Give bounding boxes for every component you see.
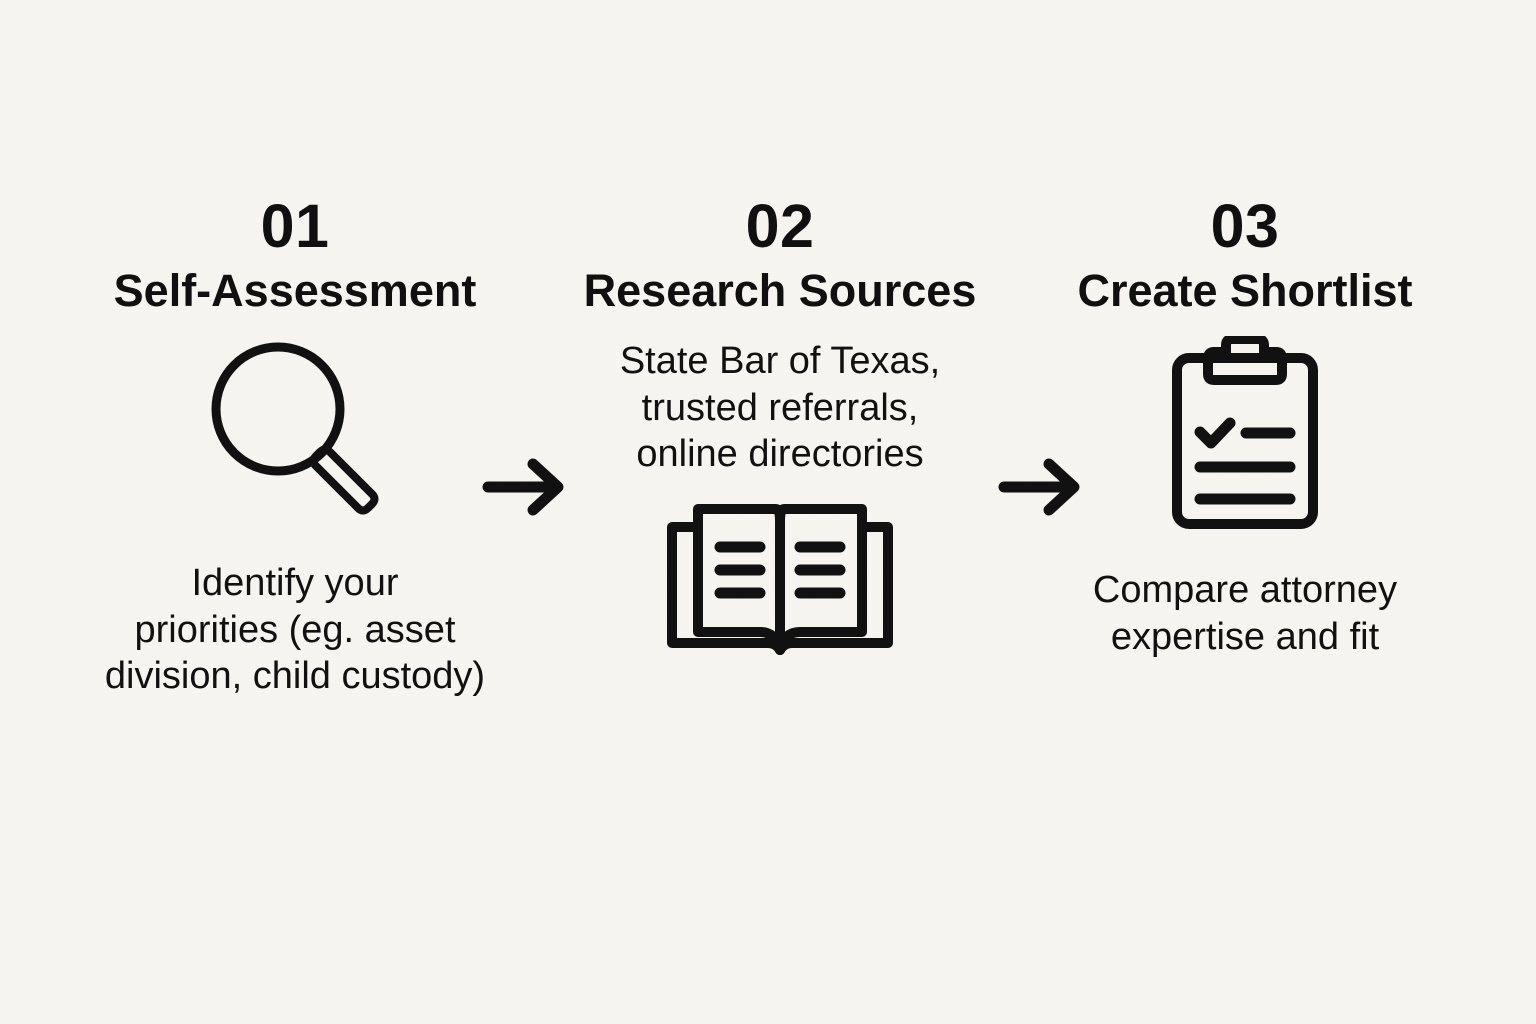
open-book-icon	[660, 495, 900, 665]
arrow-right-icon-1	[482, 452, 572, 522]
step-description-1: Identify your priorities (eg. asset divi…	[104, 562, 486, 697]
step-title-1: Self-Assessment	[113, 265, 477, 316]
step-number-2: 02	[745, 192, 815, 260]
step-card-1: 01 Self-Assessment Identify your priorit…	[55, 196, 535, 699]
step-number-3: 03	[1210, 192, 1280, 260]
step-card-2: 02 Research Sources State Bar of Texas, …	[540, 196, 1020, 665]
step-number-1: 01	[260, 192, 330, 260]
step-description-3: Compare attorney expertise and fit	[1092, 569, 1398, 658]
magnifier-icon	[190, 334, 400, 524]
step-title-2: Research Sources	[583, 265, 977, 316]
step-description-2: State Bar of Texas, trusted referrals, o…	[619, 340, 941, 475]
arrow-right-icon-2	[998, 452, 1088, 522]
clipboard-checklist-icon	[1170, 336, 1320, 531]
step-title-3: Create Shortlist	[1077, 265, 1413, 316]
step-card-3: 03 Create Shortlist Compare attorney exp…	[1005, 196, 1485, 660]
